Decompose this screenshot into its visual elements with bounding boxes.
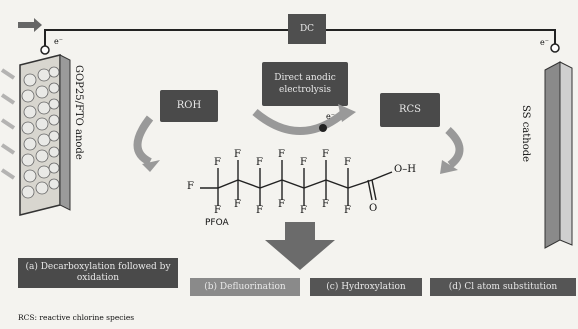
pathway-c-box	[310, 278, 422, 296]
atom-f: F	[256, 205, 263, 216]
anode-terminal	[40, 45, 50, 55]
roh-box	[160, 90, 218, 122]
atom-f: F	[322, 149, 329, 160]
atom-f: F	[300, 157, 307, 168]
footnote: RCS: reactive chlorine species	[18, 313, 135, 322]
atom-f: F	[214, 205, 221, 216]
rcs-label: RCS	[398, 104, 422, 115]
pathway-a-label: (a) Decarboxylation followed by oxidatio…	[25, 262, 171, 283]
atom-f: F	[234, 199, 241, 210]
pathway-b-box	[190, 278, 300, 296]
atom-f: F	[322, 199, 329, 210]
electron-dot	[319, 124, 327, 132]
atom-f: F	[344, 157, 351, 168]
pathway-d-label: (d) Cl atom substitution	[448, 282, 558, 292]
cathode-terminal	[550, 43, 560, 53]
cathode-label: SS cathode	[520, 105, 531, 163]
cathode-electrode	[544, 61, 561, 249]
atom-f: F	[278, 149, 285, 160]
rcs-box	[380, 93, 440, 127]
atom-f-terminal: F	[187, 181, 194, 192]
current-arrow-icon	[18, 18, 42, 32]
light-rays	[0, 68, 16, 180]
electron-label-left: e⁻	[54, 37, 63, 46]
roh-label: ROH	[176, 100, 202, 111]
anode-particles	[21, 66, 60, 199]
atom-f: F	[234, 149, 241, 160]
atom-f: F	[256, 157, 263, 168]
pathway-a-box	[18, 258, 178, 288]
pathway-c-label: (c) Hydroxylation	[326, 282, 406, 292]
atom-f: F	[344, 205, 351, 216]
atom-oh: O–H	[394, 164, 416, 175]
atom-f: F	[214, 157, 221, 168]
curved-arrow-center	[252, 108, 348, 135]
atom-f: F	[300, 205, 307, 216]
pfoa-structure	[200, 160, 393, 206]
pathway-b-label: (b) Defluorination	[204, 282, 286, 292]
dc-source-box	[288, 14, 326, 44]
pathways-arrow-icon	[265, 222, 335, 270]
dc-label: DC	[299, 24, 315, 34]
anode-label: GOP25/FTO anode	[73, 65, 84, 160]
electron-label-center: e⁻	[326, 112, 335, 121]
electron-label-right: e⁻	[540, 38, 549, 47]
curved-arrow-right	[445, 127, 464, 169]
atom-f: F	[278, 199, 285, 210]
direct-electrolysis-box	[262, 62, 348, 106]
pfoa-label: PFOA	[205, 218, 229, 228]
curved-arrow-left	[133, 115, 154, 166]
pathway-d-box	[430, 278, 576, 296]
atom-o: O	[369, 203, 378, 214]
direct-electrolysis-label: Direct anodic electrolysis	[274, 73, 336, 95]
